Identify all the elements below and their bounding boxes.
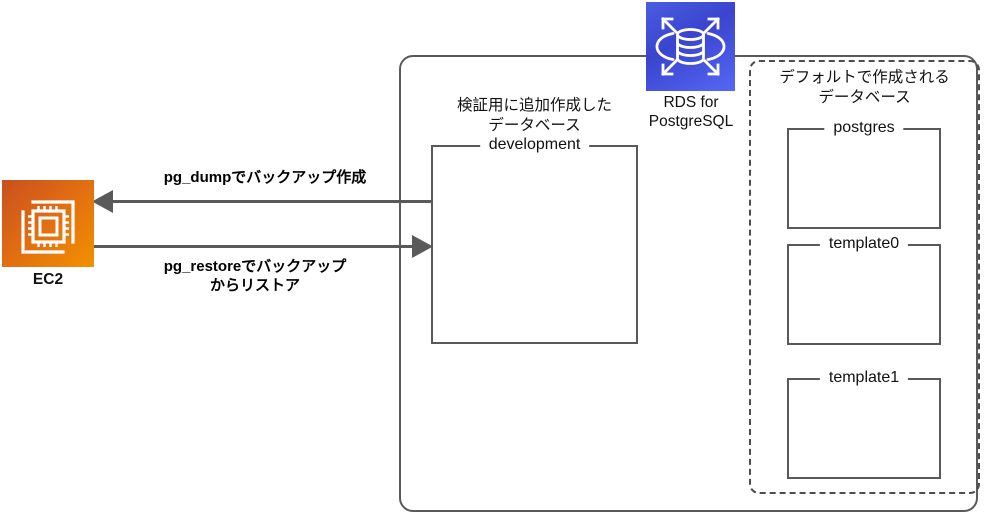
database-box-label-template1: template1 [819,368,909,387]
database-box-development: development [431,135,638,344]
database-box-frame [787,244,941,345]
arrow-pg-dump [92,190,432,213]
default-databases-group-title: デフォルトで作成される データベース [779,69,950,106]
arrow-label-pg-dump: pg_dumpでバックアップ作成 [163,169,367,186]
ec2-instances-glyph [21,200,75,254]
database-box-frame [787,128,941,229]
database-box-label-template0: template0 [819,234,909,253]
database-box-template0: template0 [787,234,941,345]
default-databases-group [749,60,980,494]
database-box-label-postgres: postgres [824,118,904,137]
arrow-pg-restore [92,235,433,258]
database-box-label-development: development [479,135,590,154]
database-box-frame [431,145,638,344]
ec2-label: EC2 [32,271,64,288]
database-box-template1: template1 [787,368,941,479]
database-box-frame [787,378,941,479]
rds-icon [646,2,735,91]
custom-database-caption: 検証用に追加作成した データベース [456,97,612,134]
database-box-postgres: postgres [787,118,941,229]
rds-label: RDS for PostgreSQL [648,94,734,130]
rds-database-glyph [655,17,726,76]
arrow-label-pg-restore: pg_restoreでバックアップ からリストア [163,258,347,294]
ec2-icon [2,180,94,267]
